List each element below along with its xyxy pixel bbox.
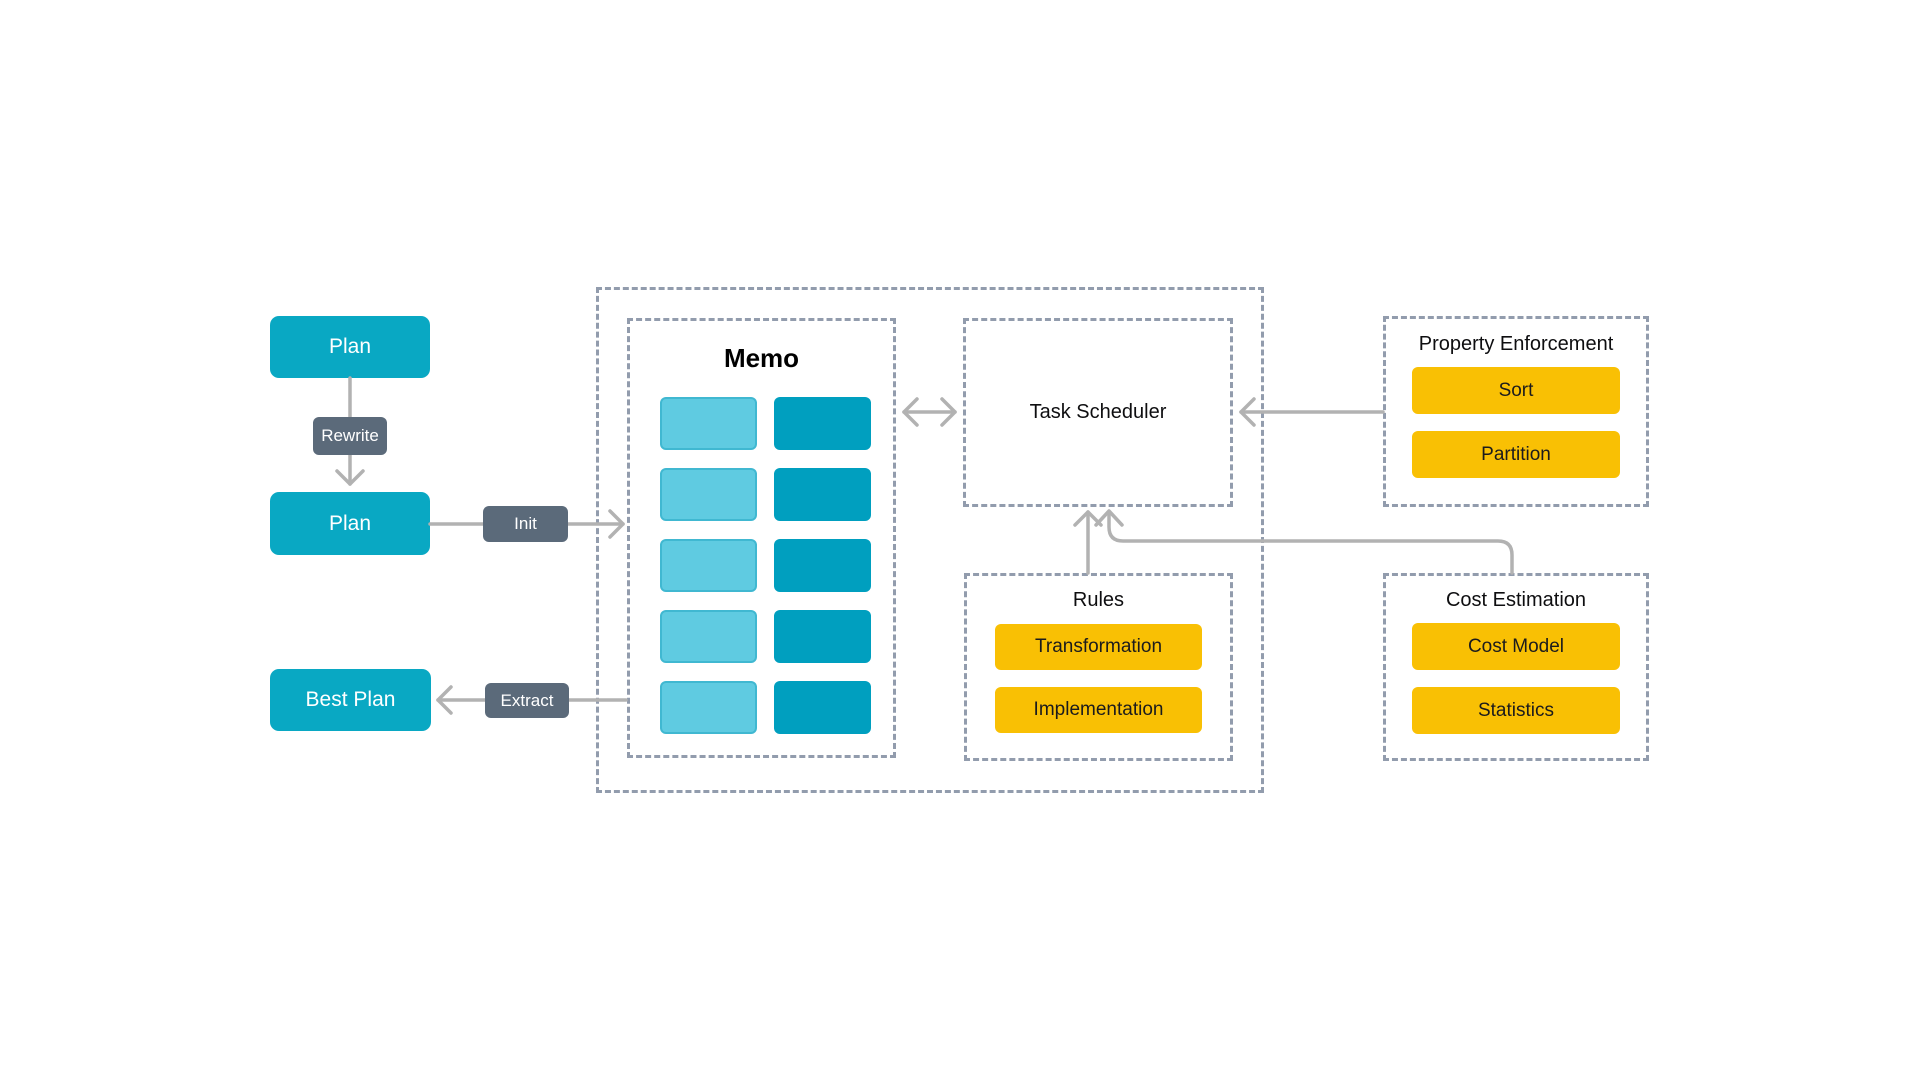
task-scheduler-box: Task Scheduler: [963, 318, 1233, 507]
sort-node-label: Sort: [1498, 379, 1534, 401]
extract-label: Extract: [485, 683, 569, 718]
cost-estimation-box: Cost Estimation Cost Model Statistics: [1383, 573, 1649, 761]
property-enforcement-title: Property Enforcement: [1418, 333, 1614, 355]
property-enforcement-box: Property Enforcement Sort Partition: [1383, 316, 1649, 507]
cost-model-node-label: Cost Model: [1467, 635, 1565, 657]
rules-title: Rules: [1072, 589, 1125, 611]
memo-cell: [774, 397, 871, 450]
plan-node-top-label: Plan: [328, 335, 372, 358]
statistics-node: Statistics: [1412, 687, 1620, 734]
memo-cell: [774, 539, 871, 592]
implementation-node-label: Implementation: [1033, 699, 1164, 720]
plan-node-middle-label: Plan: [328, 511, 372, 535]
rewrite-label-text: Rewrite: [321, 426, 379, 445]
cost-model-node: Cost Model: [1412, 623, 1620, 670]
memo-cell: [660, 681, 757, 734]
memo-cell: [660, 468, 757, 521]
init-label: Init: [483, 506, 568, 542]
memo-box: Memo: [627, 318, 896, 758]
transformation-node: Transformation: [995, 624, 1202, 670]
rules-box: Rules Transformation Implementation: [964, 573, 1233, 761]
partition-node: Partition: [1412, 431, 1620, 478]
partition-node-label: Partition: [1481, 443, 1551, 465]
rewrite-label: Rewrite: [313, 417, 387, 455]
cost-estimation-title: Cost Estimation: [1445, 589, 1587, 611]
memo-cell: [774, 610, 871, 663]
plan-node-top: Plan: [270, 316, 430, 378]
implementation-node: Implementation: [995, 687, 1202, 733]
memo-cell: [774, 681, 871, 734]
init-label-text: Init: [514, 514, 537, 533]
extract-label-text: Extract: [500, 690, 554, 710]
transformation-node-label: Transformation: [1034, 636, 1163, 657]
memo-cell: [774, 468, 871, 521]
memo-grid: [660, 397, 871, 734]
memo-cell: [660, 539, 757, 592]
best-plan-node-label: Best Plan: [305, 688, 396, 711]
best-plan-node: Best Plan: [270, 669, 431, 731]
memo-title: Memo: [723, 343, 800, 373]
plan-node-middle: Plan: [270, 492, 430, 555]
statistics-node-label: Statistics: [1477, 699, 1555, 721]
sort-node: Sort: [1412, 367, 1620, 414]
memo-cell: [660, 610, 757, 663]
task-scheduler-title: Task Scheduler: [1029, 401, 1167, 423]
memo-cell: [660, 397, 757, 450]
